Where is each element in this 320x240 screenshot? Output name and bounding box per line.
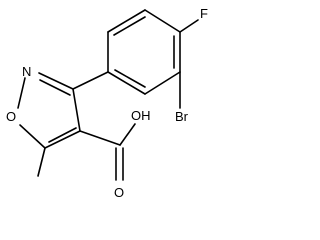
- bond: [144, 9, 181, 33]
- bond: [38, 72, 74, 90]
- bond: [107, 9, 146, 33]
- chemical-structure-diagram: F Br N O OH O: [6, 6, 208, 200]
- ring-oxygen-label: O: [6, 109, 16, 124]
- benzene-ring: [107, 9, 181, 95]
- bond: [107, 71, 146, 95]
- bond-to-hydroxyl: [119, 123, 136, 146]
- bond: [19, 124, 46, 149]
- bond-to-fluorine: [179, 19, 199, 33]
- bond-phenyl-isoxazole: [72, 71, 109, 90]
- methyl-bond: [37, 147, 46, 177]
- bond: [44, 130, 81, 149]
- double-bond-line: [48, 127, 77, 143]
- bond: [144, 71, 181, 95]
- isoxazole-ring: [17, 72, 81, 149]
- double-bond-line: [113, 16, 146, 36]
- hydroxyl-label: OH: [131, 108, 151, 123]
- bond-to-carboxyl: [79, 130, 121, 146]
- bond: [17, 77, 26, 109]
- fluorine-label: F: [200, 6, 208, 21]
- bond: [72, 88, 81, 132]
- bromine-label: Br: [175, 109, 189, 124]
- double-bond-line: [39, 79, 71, 96]
- double-bond-line: [114, 69, 146, 88]
- carbonyl-oxygen-label: O: [114, 185, 124, 200]
- ring-nitrogen-label: N: [22, 64, 31, 79]
